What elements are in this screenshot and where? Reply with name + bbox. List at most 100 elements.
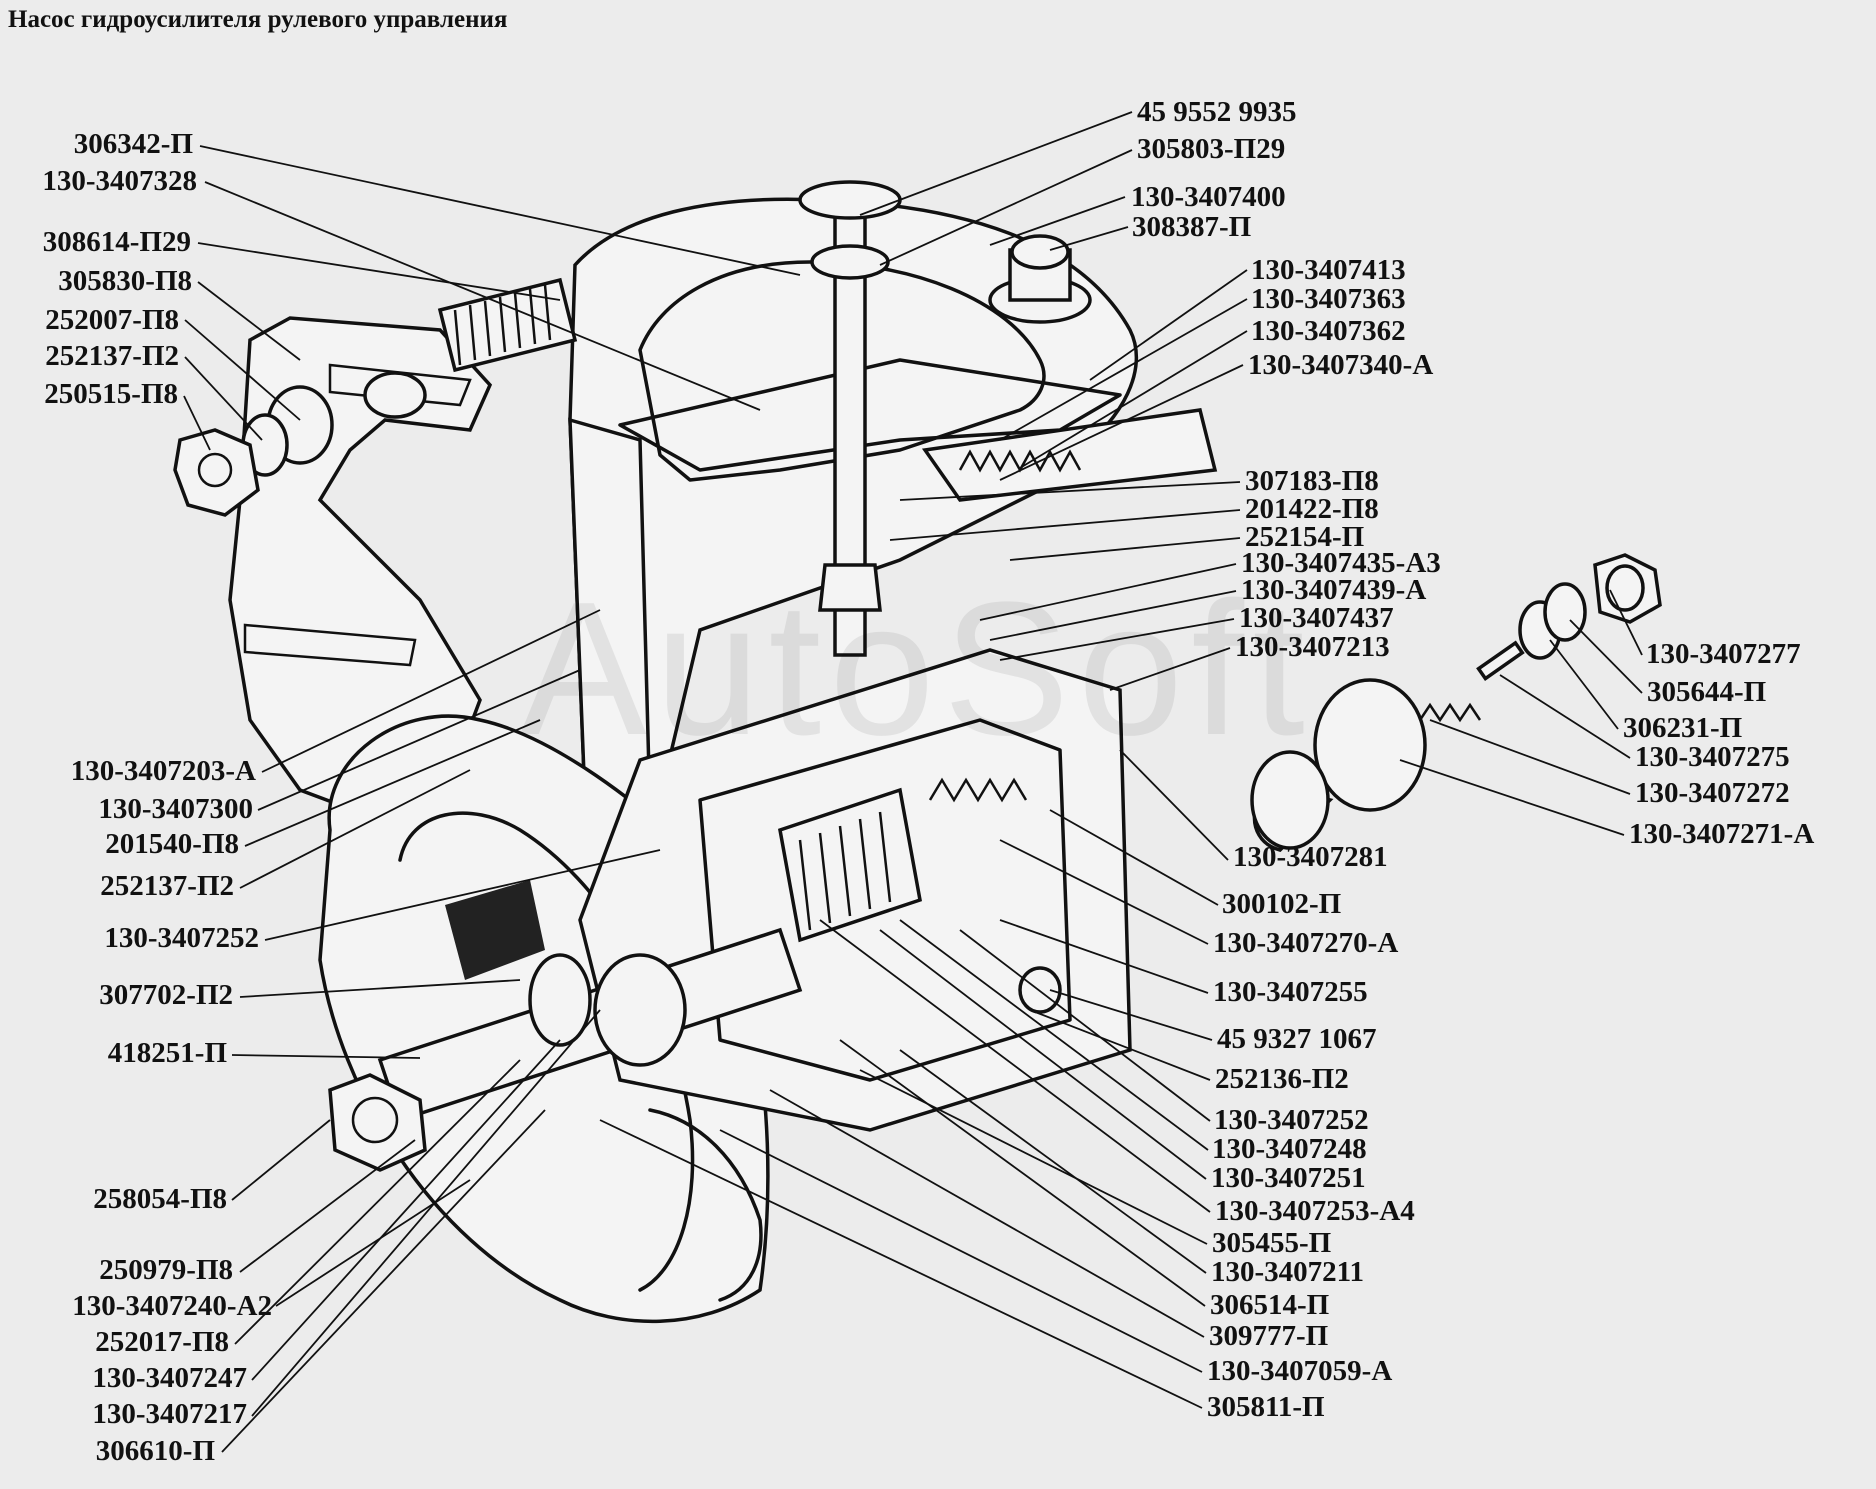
leader-line-12 (239, 979, 521, 998)
label-309777-p: 309777-П (1209, 1320, 1328, 1352)
label-130-3407272: 130-3407272 (1635, 777, 1790, 809)
label-258054-p8: 258054-П8 (93, 1183, 227, 1215)
labels-right-bottom-column: 300102-П 130-3407270-А 130-3407255 45 93… (1207, 888, 1415, 1423)
leader-line-31 (1009, 537, 1241, 561)
shaft-nut (328, 1073, 427, 1172)
label-308614-p29: 308614-П29 (43, 226, 191, 258)
label-250979-p8: 250979-П8 (99, 1254, 233, 1286)
label-130-3407362: 130-3407362 (1251, 315, 1406, 347)
hex-nut-left-bore (197, 452, 233, 488)
label-130-3407251: 130-3407251 (1211, 1162, 1366, 1194)
leader-line-51 (819, 919, 1211, 1213)
labels-right-top-column: 45 9552 9935 305803-П29 130-3407400 3083… (1131, 96, 1433, 381)
leader-line-7 (261, 609, 601, 773)
valve-plug-face (1605, 564, 1645, 612)
leader-line-22 (879, 149, 1133, 266)
rotor (778, 787, 922, 943)
leader-line-50 (879, 929, 1207, 1180)
label-305455-p: 305455-П (1212, 1227, 1331, 1259)
labels-left-column: 306342-П 130-3407328 308614-П29 305830-П… (42, 128, 272, 1467)
valve-spool-end (1250, 750, 1330, 850)
label-252137-p2-lower: 252137-П2 (100, 870, 234, 902)
label-130-3407211: 130-3407211 (1211, 1256, 1364, 1288)
leader-line-6 (183, 395, 211, 451)
leader-lines (183, 111, 1643, 1453)
label-306342-p: 306342-П (74, 128, 193, 160)
leader-line-24 (1049, 226, 1129, 251)
leader-line-17 (234, 1059, 521, 1345)
leader-line-21 (859, 111, 1133, 216)
label-300102-p: 300102-П (1222, 888, 1341, 920)
shaft-seal (528, 953, 592, 1047)
label-130-3407255: 130-3407255 (1213, 976, 1368, 1008)
label-130-3407363: 130-3407363 (1251, 283, 1406, 315)
leader-line-43 (1049, 809, 1219, 906)
leader-line-20 (221, 1109, 546, 1453)
label-307702-p2: 307702-П2 (99, 979, 233, 1011)
label-306610-p: 306610-П (96, 1435, 215, 1467)
label-305803-p29: 305803-П29 (1137, 133, 1285, 165)
label-45-9552-9935: 45 9552 9935 (1137, 96, 1297, 128)
leader-line-19 (251, 1009, 601, 1417)
leader-line-3 (197, 281, 301, 361)
leader-line-57 (599, 1119, 1203, 1409)
leader-line-1 (204, 181, 761, 411)
label-418251-p: 418251-П (108, 1037, 227, 1069)
leader-line-30 (889, 509, 1241, 541)
label-306514-p: 306514-П (1210, 1289, 1329, 1321)
leader-line-40 (1429, 719, 1631, 795)
housing-section (698, 718, 1072, 1082)
label-305811-p: 305811-П (1207, 1391, 1325, 1423)
pulley-rim (648, 1108, 763, 1302)
label-130-3407213: 130-3407213 (1235, 631, 1390, 663)
leader-line-56 (719, 1129, 1203, 1373)
leader-line-5 (184, 356, 263, 441)
leader-line-25 (1089, 269, 1248, 381)
leader-line-18 (251, 1039, 561, 1381)
stud-nut (810, 244, 890, 280)
label-305830-p8: 305830-П8 (58, 265, 192, 297)
valve-pin (1476, 640, 1525, 681)
leader-line-4 (184, 319, 301, 421)
label-130-3407300: 130-3407300 (98, 793, 253, 825)
hex-nut-left (173, 428, 260, 517)
label-201422-p8: 201422-П8 (1245, 493, 1379, 525)
leader-line-42 (1119, 749, 1229, 861)
labels-right-middle-column: 307183-П8 201422-П8 252154-П 130-3407435… (1235, 465, 1441, 663)
label-305644-p: 305644-П (1647, 676, 1766, 708)
leader-line-41 (1399, 759, 1625, 836)
leader-line-11 (264, 849, 661, 941)
shadow-region (445, 880, 545, 980)
valve-spring (1418, 702, 1482, 723)
leader-line-49 (899, 919, 1209, 1151)
label-306231-p: 306231-П (1623, 712, 1742, 744)
label-130-3407270-a: 130-3407270-А (1213, 927, 1398, 959)
valve-washer-2 (1543, 582, 1587, 642)
leader-line-32 (979, 563, 1237, 621)
labels-valve-group: 130-3407277 305644-П 306231-П 130-340727… (1233, 638, 1814, 873)
leader-line-38 (1549, 639, 1619, 730)
label-130-3407340-a: 130-3407340-А (1248, 349, 1433, 381)
label-130-3407252-left: 130-3407252 (104, 922, 259, 954)
leader-line-16 (275, 1179, 471, 1307)
leader-line-33 (989, 590, 1237, 641)
leader-line-23 (989, 196, 1126, 246)
leader-line-44 (999, 839, 1209, 945)
label-130-3407271-a: 130-3407271-А (1629, 818, 1814, 850)
label-45-9327-1067: 45 9327 1067 (1217, 1023, 1377, 1055)
label-130-3407328: 130-3407328 (42, 165, 197, 197)
label-252136-p2: 252136-П2 (1215, 1063, 1349, 1095)
label-130-3407240-a2: 130-3407240-А2 (72, 1290, 272, 1322)
bracket-slot-bottom (243, 623, 417, 667)
leader-line-29 (899, 481, 1241, 501)
reservoir-cutaway (638, 260, 1046, 482)
label-252137-p2: 252137-П2 (45, 340, 179, 372)
label-307183-p8: 307183-П8 (1245, 465, 1379, 497)
label-130-3407253-a4: 130-3407253-А4 (1215, 1195, 1415, 1227)
leader-line-47 (1029, 1009, 1211, 1081)
leader-line-37 (1569, 619, 1643, 694)
rotor-vanes (798, 811, 892, 931)
leader-line-14 (231, 1119, 331, 1201)
